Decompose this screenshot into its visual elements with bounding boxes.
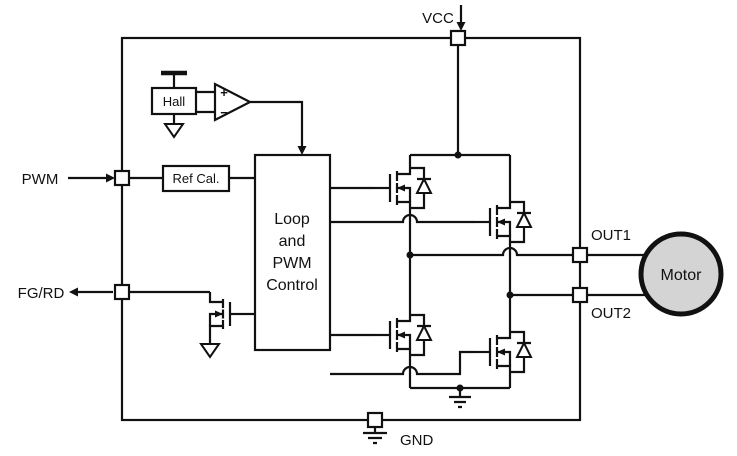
vcc-label: VCC	[422, 10, 454, 27]
loop-control-label-line1: Loop	[274, 211, 310, 228]
fgrd-pin-group: FG/RD	[18, 283, 210, 302]
junction-dot-out1	[406, 251, 414, 259]
loop-control-label-line3: PWM	[272, 255, 311, 272]
out2-pin-group: OUT2	[571, 286, 648, 322]
junction-dot-vcc-rail	[454, 151, 462, 159]
junction-dot-out2	[506, 291, 514, 299]
gate-wire-high-right	[330, 213, 474, 224]
loop-pwm-control-group: Loop and PWM Control	[253, 153, 332, 352]
bridge-ground-symbol-icon	[449, 388, 471, 409]
hall-ground-symbol-icon	[163, 123, 185, 139]
vcc-pin	[449, 29, 467, 47]
comparator-output-wire	[250, 100, 304, 147]
comparator-minus-label: −	[220, 105, 228, 120]
out1-internal-wire	[410, 246, 573, 257]
fgrd-pin	[113, 283, 131, 301]
out1-pin-group: OUT1	[571, 227, 646, 264]
out2-pin	[571, 286, 589, 304]
comparator-icon	[213, 82, 253, 122]
loop-control-label-line4: Control	[266, 277, 318, 294]
gnd-pin	[366, 411, 384, 429]
fgrd-out-arrow-icon	[69, 287, 78, 297]
ref-cal-block	[161, 164, 231, 193]
fg-mosfet-group	[199, 290, 255, 359]
motor-circle	[638, 231, 724, 317]
out2-label: OUT2	[591, 305, 631, 322]
fg-ground-symbol-icon	[199, 343, 221, 359]
motor-label: Motor	[661, 267, 703, 284]
gnd-ground-symbol-icon	[363, 427, 387, 445]
fgrd-label: FG/RD	[18, 285, 65, 302]
motor-group: Motor	[638, 231, 724, 317]
comparator-plus-label: +	[220, 85, 228, 100]
comparator-input-wires	[196, 90, 215, 114]
ref-cal-label: Ref Cal.	[173, 171, 220, 186]
gnd-pin-group: GND	[363, 411, 434, 449]
pwm-pin	[113, 169, 131, 187]
pwm-label: PWM	[22, 171, 59, 188]
vcc-down-arrow-icon	[456, 22, 466, 31]
ref-cal-group: Ref Cal.	[161, 164, 255, 193]
junction-dot-ground	[456, 384, 464, 392]
out1-pin	[571, 246, 589, 264]
comparator-group: + −	[196, 82, 307, 155]
loop-control-label-line2: and	[279, 233, 306, 250]
gnd-label: GND	[400, 432, 434, 449]
comparator-out-arrow-icon	[297, 146, 307, 155]
hall-sensor-group: Hall	[150, 70, 198, 139]
vcc-pin-group: VCC	[422, 5, 467, 155]
ic-boundary-box	[120, 36, 582, 422]
loop-pwm-control-block	[253, 153, 332, 352]
pwm-pin-group: PWM	[22, 169, 163, 188]
pwm-in-arrow-icon	[106, 173, 115, 183]
gate-wire-low-right	[330, 350, 474, 376]
h-bridge-group	[330, 151, 573, 409]
hall-label: Hall	[163, 94, 186, 109]
out1-label: OUT1	[591, 227, 631, 244]
